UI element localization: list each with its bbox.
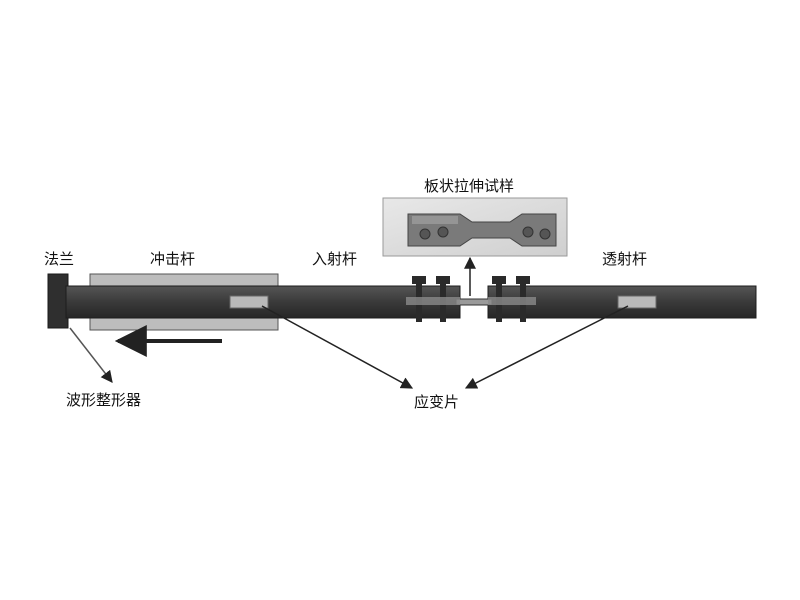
label-pulse-shaper: 波形整形器 bbox=[66, 391, 141, 409]
specimen-link bbox=[455, 298, 493, 306]
pulse-shaper-leader bbox=[69, 327, 113, 383]
label-incident-bar: 入射杆 bbox=[312, 250, 357, 268]
label-strain-gauge: 应变片 bbox=[414, 393, 459, 411]
strain-gauge-leader-right bbox=[464, 305, 629, 389]
specimen-photo bbox=[382, 197, 568, 257]
flange-block bbox=[47, 273, 69, 329]
strain-gauge-transmission bbox=[617, 295, 657, 309]
label-striker-bar: 冲击杆 bbox=[150, 250, 195, 268]
label-flange: 法兰 bbox=[44, 250, 74, 268]
strain-gauge-incident bbox=[229, 295, 269, 309]
striker-sleeve-bottom bbox=[89, 317, 279, 331]
striker-sleeve-top bbox=[89, 273, 279, 287]
clamp-right bbox=[488, 276, 536, 322]
strain-gauge-leader-left bbox=[261, 305, 414, 389]
label-transmission-bar: 透射杆 bbox=[602, 250, 647, 268]
label-specimen: 板状拉伸试样 bbox=[424, 177, 514, 195]
clamp-left bbox=[406, 276, 460, 322]
